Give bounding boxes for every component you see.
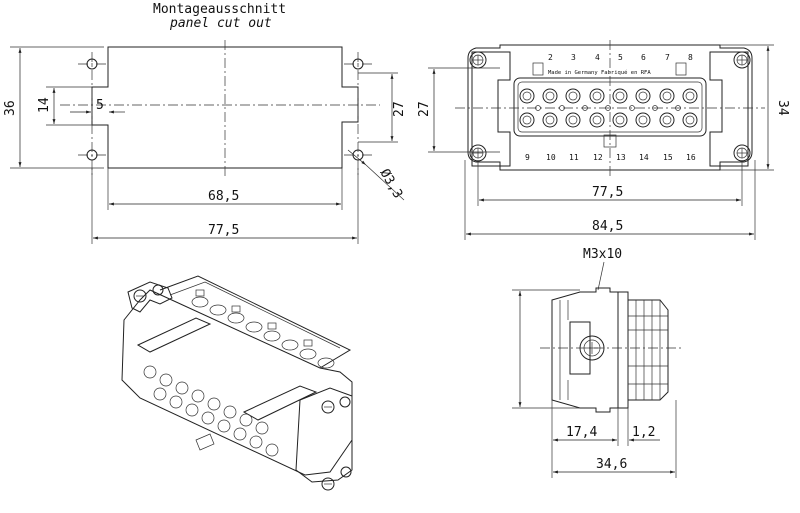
title-en: panel cut out — [169, 16, 272, 31]
dim-14: 14 — [37, 97, 52, 113]
front-housing — [467, 44, 753, 171]
dim-1-2: 1,2 — [632, 425, 655, 440]
pin-number: 12 — [593, 153, 603, 162]
pin-number: 10 — [546, 153, 556, 162]
dim-77-5-front: 77,5 — [592, 185, 623, 200]
pin-number: 3 — [571, 53, 576, 62]
pin-number: 16 — [686, 153, 696, 162]
dim-68-5: 68,5 — [208, 189, 239, 204]
screw-icon — [321, 400, 335, 414]
title-de: Montageausschnitt — [153, 2, 286, 17]
screw-icon — [133, 289, 147, 303]
dim-hole-diameter: Ø3,3 — [377, 167, 406, 202]
pin-number: 2 — [548, 53, 553, 62]
dim-36: 36 — [3, 100, 18, 116]
pin-number: 5 — [618, 53, 623, 62]
pin-number: 8 — [688, 53, 693, 62]
dim-34: 34 — [775, 100, 790, 116]
screw-icon — [733, 51, 751, 69]
screw-icon — [340, 466, 352, 478]
dim-27-cutout: 27 — [392, 101, 407, 117]
pin-number: 4 — [595, 53, 600, 62]
iso-body — [121, 289, 353, 476]
dim-5: 5 — [96, 98, 104, 113]
dim-17-4: 17,4 — [566, 425, 597, 440]
dim-84-5: 84,5 — [592, 219, 623, 234]
iso-front-contacts — [143, 365, 279, 457]
screw-icon — [321, 477, 335, 491]
mount-hole — [86, 58, 98, 70]
iso-flange-back — [127, 281, 173, 313]
pin-number: 11 — [569, 153, 579, 162]
mount-hole — [352, 149, 364, 161]
iso-flange-front — [295, 387, 353, 483]
pin-number: 14 — [639, 153, 649, 162]
dim-34-6: 34,6 — [596, 457, 627, 472]
pin-number: 6 — [641, 53, 646, 62]
screw-icon — [339, 396, 351, 408]
mount-hole — [352, 58, 364, 70]
panel-cutout-view: 36 14 5 27 Ø3,3 68,5 77,5 — [3, 40, 407, 244]
pin-number: 13 — [616, 153, 626, 162]
pin-number: 9 — [525, 153, 530, 162]
mount-hole — [86, 149, 98, 161]
pin-number: 15 — [663, 153, 673, 162]
side-view: M3x10 1 — [512, 247, 684, 478]
front-view: 2 3 4 5 6 7 8 9 10 11 12 13 14 15 16 Mad… — [417, 40, 790, 240]
isometric-view — [121, 275, 353, 491]
contact-row-top — [519, 88, 698, 104]
side-body — [551, 287, 619, 413]
contact-row-bottom — [519, 112, 698, 128]
screw-icon — [152, 284, 164, 296]
screw-label: M3x10 — [583, 247, 622, 262]
dim-27-front: 27 — [417, 101, 432, 117]
imprint-text: Made in Germany Fabriqué en RFA — [548, 69, 651, 76]
iso-contact-slots — [191, 289, 335, 369]
pin-number: 7 — [665, 53, 670, 62]
dim-77-5-cutout: 77,5 — [208, 223, 239, 238]
